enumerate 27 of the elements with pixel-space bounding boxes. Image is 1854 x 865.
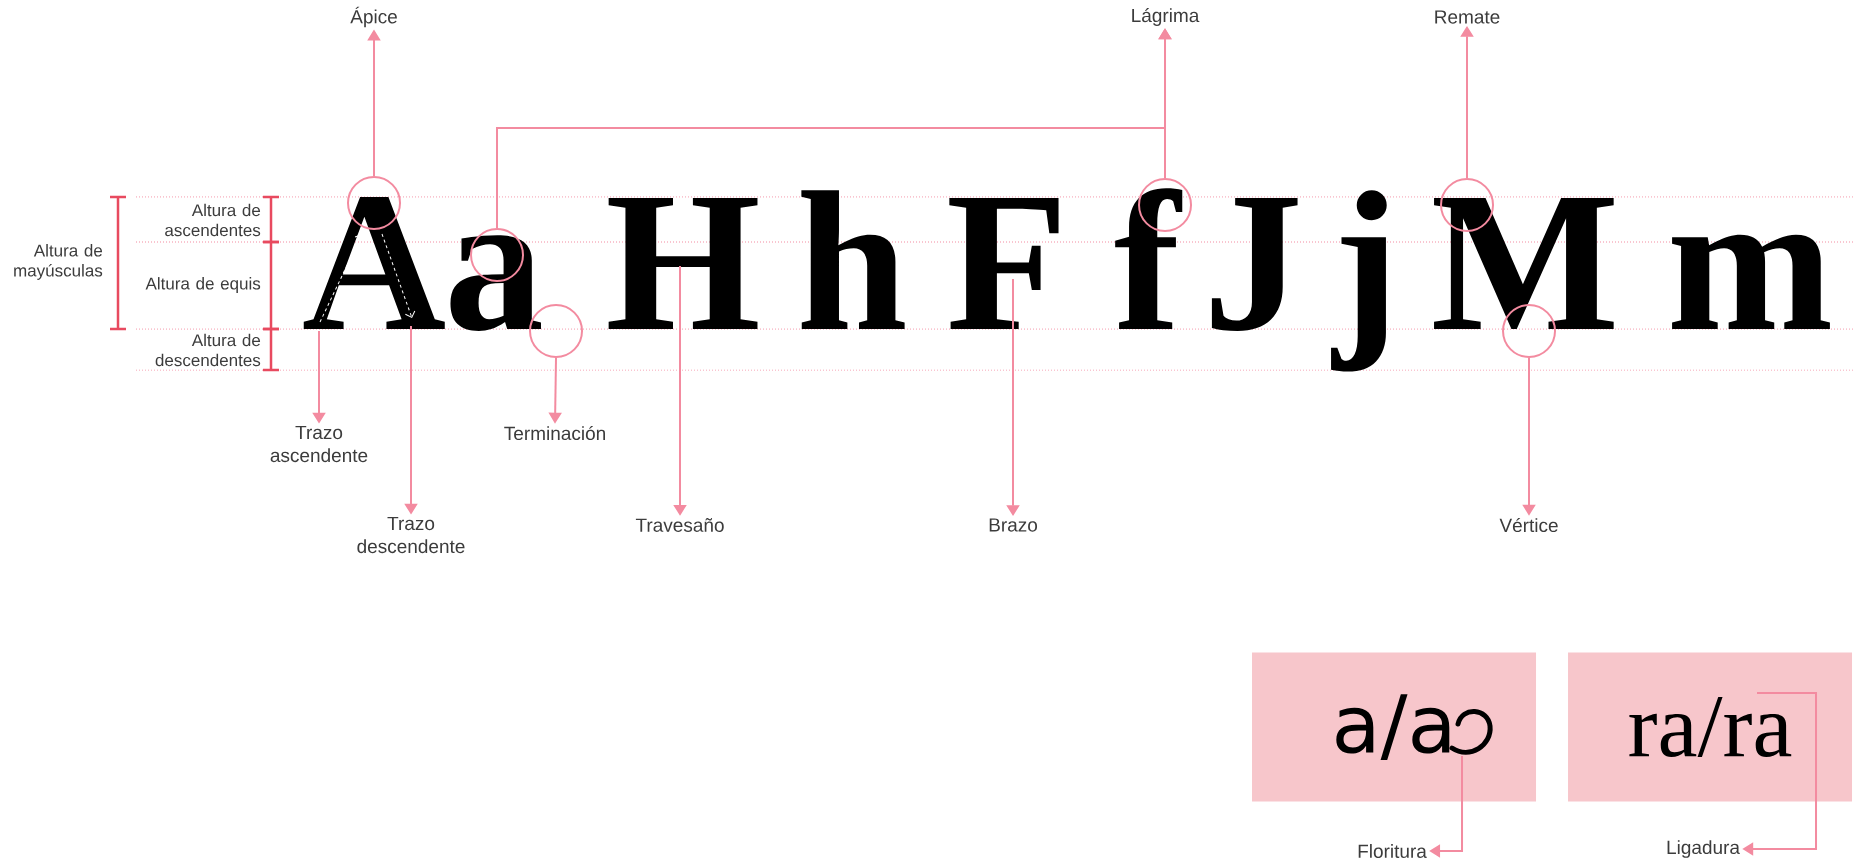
dimension-text: Altura de equis	[145, 277, 261, 293]
label-text: Ápice	[350, 6, 397, 28]
specimen-letter: A	[303, 197, 445, 329]
label-text: Remate	[1435, 10, 1500, 24]
label-text: Travesaño	[635, 518, 724, 532]
dimension-text: Altura de ascendentes	[165, 203, 261, 237]
specimen-letter: H	[608, 198, 758, 329]
specimen-letter: a	[450, 235, 541, 331]
specimen-letter: F	[949, 198, 1059, 329]
label-text: Lágrima	[1132, 8, 1200, 26]
specimen-box: ra/ra	[1568, 652, 1852, 802]
dimension-text: Altura de mayúsculas	[14, 244, 103, 280]
label-text: Terminación	[504, 425, 605, 441]
label-text: Ligadura	[1667, 840, 1740, 858]
label-text: Trazo descendente	[357, 516, 465, 554]
label-text: Floritura	[1358, 844, 1427, 858]
dimension-text: Altura de descendentes	[155, 333, 261, 367]
specimen-letter: j	[1331, 190, 1387, 372]
specimen-letter: h	[801, 190, 905, 329]
specimen-letter: f	[1115, 188, 1183, 329]
specimen-box: a/a	[1252, 652, 1536, 802]
label-text: Vértice	[1499, 517, 1558, 533]
label-text: Trazo ascendente	[270, 425, 368, 463]
label-text: Brazo	[989, 518, 1038, 532]
specimen-letter: m	[1672, 234, 1830, 329]
specimen-letter: M	[1434, 198, 1614, 329]
specimen-letter: J	[1211, 198, 1298, 331]
